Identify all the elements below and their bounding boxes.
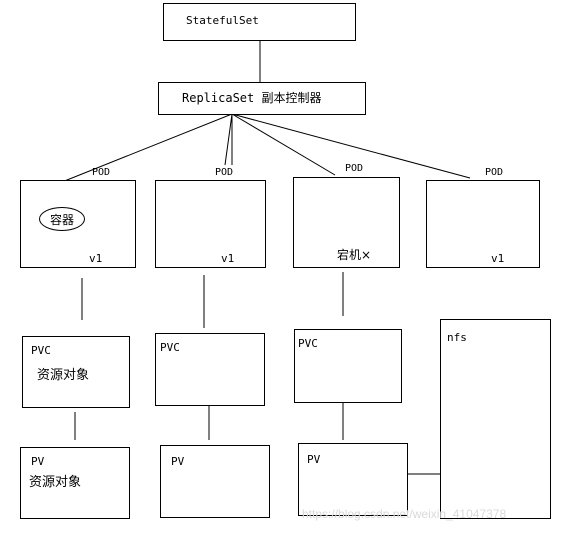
pvc-1-desc: 资源对象 [37, 368, 90, 383]
pod-1-box: 容器 v1 [20, 180, 136, 268]
pv-1-label: PV [31, 455, 45, 468]
pod-2-label: POD [215, 167, 234, 178]
pod-2-version: v1 [221, 252, 235, 265]
pv-1-desc: 资源对象 [29, 475, 82, 490]
statefulset-box: StatefulSet [163, 3, 356, 41]
pvc-1-box: PVC 资源对象 [22, 336, 130, 408]
pv-3-box: PV [298, 443, 408, 516]
container-label: 容器 [49, 212, 74, 227]
nfs-label: nfs [447, 331, 467, 344]
nfs-box: nfs [440, 319, 551, 519]
pod-3-label: POD [345, 163, 364, 174]
container-oval: 容器 [39, 207, 85, 231]
pvc-2-label: PVC [160, 341, 180, 354]
connector-replicaset-pod-1 [61, 113, 233, 183]
pv-2-box: PV [160, 445, 270, 518]
pv-1-box: PV 资源对象 [20, 447, 130, 519]
pvc-2-box: PVC [155, 333, 265, 406]
connector-replicaset-pod-2 [224, 113, 233, 166]
replicaset-label: ReplicaSet 副本控制器 [182, 91, 322, 105]
pod-3-note: 宕机× [337, 248, 372, 262]
pod-4-label: POD [485, 167, 504, 178]
pod-1-label: POD [92, 167, 111, 178]
pod-2-box: v1 [155, 180, 266, 268]
pv-3-label: PV [307, 453, 321, 466]
watermark-text: https://blog.csdn.net/weixin_41047378 [302, 507, 507, 521]
pvc-1-label: PVC [31, 344, 51, 357]
pod-4-version: v1 [491, 252, 505, 265]
pod-1-version: v1 [89, 252, 103, 265]
statefulset-label: StatefulSet [186, 14, 259, 27]
pod-3-box: 宕机× [293, 177, 400, 268]
connector-replicaset-pod-4 [231, 113, 471, 179]
replicaset-box: ReplicaSet 副本控制器 [158, 82, 366, 115]
connector-replicaset-pod-3 [231, 113, 336, 176]
pvc-3-label: PVC [298, 337, 318, 350]
pod-4-box: v1 [426, 180, 540, 268]
pv-2-label: PV [171, 455, 185, 468]
pvc-3-box: PVC [294, 329, 402, 403]
